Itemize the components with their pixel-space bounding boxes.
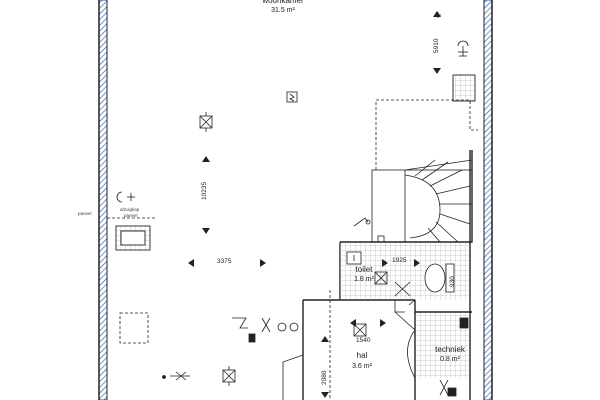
room-name-techniek: techniek	[435, 345, 465, 354]
dimension-arrows	[188, 11, 441, 398]
room-name-hal: hal	[356, 351, 368, 360]
dim-hal-width: 1540	[356, 337, 371, 344]
dim-woonkamer-width: 3375	[217, 258, 232, 265]
room-area-hal: 3.6 m²	[352, 363, 372, 370]
dashed-overhead-lines	[107, 99, 478, 400]
room-area-woonkamer: 31.5 m²	[271, 7, 295, 14]
dim-hal-depth: 2080	[321, 370, 328, 385]
room-area-toilet: 1.8 m²	[354, 276, 374, 283]
room-name-toilet: toilet	[355, 265, 373, 274]
staircase	[371, 159, 473, 243]
dim-toilet-width: 1925	[392, 257, 407, 264]
outer-walls	[98, 0, 493, 400]
dim-right-upper: 5910	[433, 38, 440, 53]
dashed-cabinet	[119, 312, 149, 344]
electrical-symbols	[116, 12, 469, 397]
annotation-paneel-left: paneel	[78, 211, 92, 216]
ceiling-lights	[199, 112, 388, 386]
room-area-techniek: 0.8 m²	[440, 356, 460, 363]
chimney-block	[452, 74, 476, 102]
left-column	[115, 225, 151, 251]
toilet-fixtures	[346, 251, 455, 293]
doors	[282, 299, 416, 400]
dim-woonkamer-length: 10235	[201, 181, 208, 200]
dim-toilet-depth: 930	[449, 276, 456, 287]
annotation-afzuig-line1: afzuigkap	[120, 207, 140, 212]
annotation-afzuig-line2: paneel	[124, 213, 138, 218]
room-name-woonkamer: woonkamer	[262, 0, 304, 5]
